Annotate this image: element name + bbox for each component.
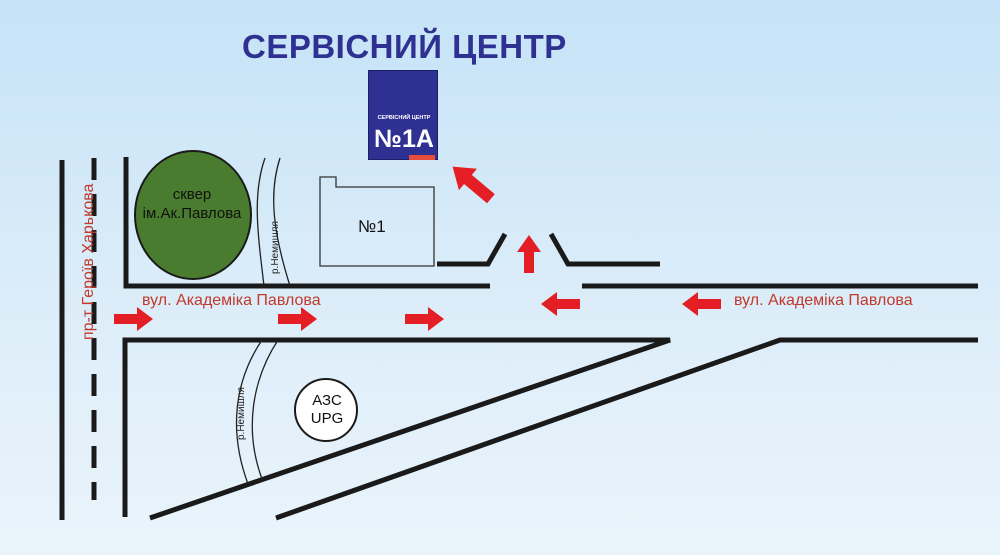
- upper-block-boundary: [123, 157, 490, 289]
- river-label-top: р.Немишля: [270, 221, 281, 274]
- building-label: №1: [358, 217, 386, 236]
- river-top-bank-left: [256, 157, 266, 287]
- red-arrow-icon: [452, 166, 495, 204]
- sign-number: №1А: [374, 125, 434, 153]
- service-center-sign: СЕРВІСНИЙ ЦЕНТР №1А: [368, 70, 438, 160]
- sign-accent-bar: [409, 155, 435, 160]
- red-arrow-icon: [517, 235, 541, 273]
- building-1-outline: [319, 176, 435, 267]
- avenue-label: пр-т Героїв Харькова: [80, 183, 97, 340]
- park-label: сквер ім.Ак.Павлова: [142, 186, 242, 222]
- river-top-bank-right: [273, 157, 291, 287]
- red-arrow-icon: [541, 292, 580, 316]
- river-bottom-bank-left: [235, 339, 263, 485]
- lower-block-boundary: [122, 337, 671, 521]
- gas-station-label: АЗС UPG: [310, 392, 344, 427]
- street-label-left: вул. Академіка Павлова: [142, 292, 321, 309]
- street-label-right: вул. Академіка Павлова: [734, 292, 913, 309]
- river-bottom-bank-right: [251, 339, 279, 480]
- red-arrow-icon: [405, 307, 444, 331]
- red-arrow-icon: [682, 292, 721, 316]
- red-arrow-icon: [114, 307, 153, 331]
- park-area: [134, 150, 252, 280]
- sign-caption: СЕРВІСНИЙ ЦЕНТР: [377, 115, 431, 121]
- driveway-right-edge: [548, 232, 660, 267]
- river-label-bottom: р.Немишля: [236, 387, 247, 440]
- gas-station-circle: [294, 378, 358, 442]
- page-title: СЕРВІСНИЙ ЦЕНТР: [242, 28, 567, 65]
- lower-right-road-edge: [275, 337, 978, 521]
- direction-arrows: [114, 166, 721, 331]
- red-arrow-icon: [278, 307, 317, 331]
- driveway-left-edge: [437, 232, 508, 267]
